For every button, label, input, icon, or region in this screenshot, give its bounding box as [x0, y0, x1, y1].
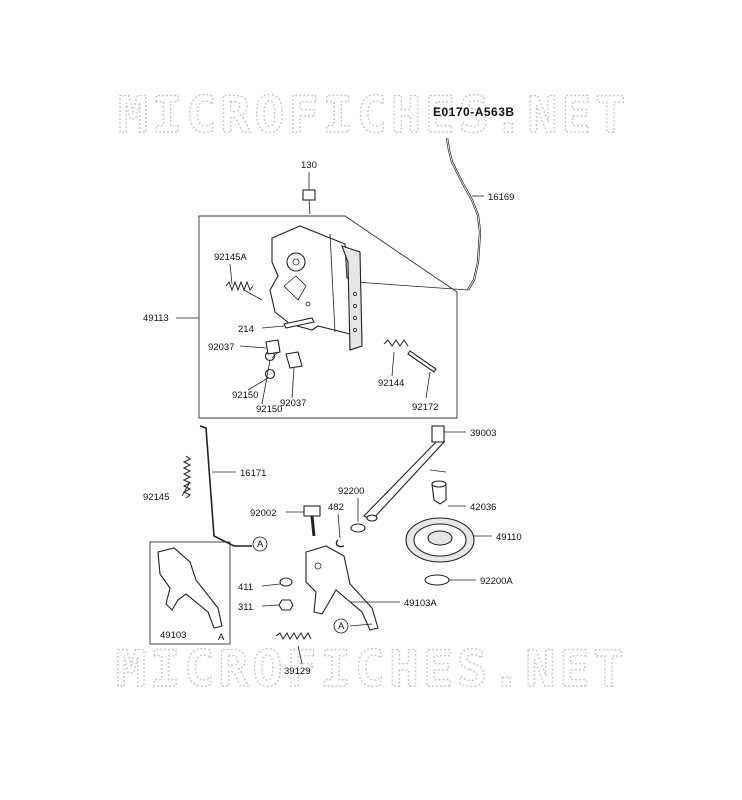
label-39129: 39129: [284, 666, 310, 677]
label-130: 130: [301, 160, 317, 171]
label-92002: 92002: [250, 508, 276, 519]
label-92172: 92172: [412, 402, 438, 413]
control-rod-16169: [354, 137, 482, 291]
label-92150-a: 92150: [232, 390, 258, 401]
label-92145A: 92145A: [214, 252, 247, 263]
watermark-bottom: MICROFICHES.NET: [116, 640, 628, 698]
washer-92200A: [424, 574, 450, 586]
clip-482: [335, 539, 345, 548]
ref-circle-a-2: [333, 618, 349, 634]
lever-49103A: [305, 545, 379, 631]
spring-39129: [275, 632, 312, 640]
label-16171: 16171: [240, 468, 266, 479]
ref-label-a-1: A: [257, 539, 264, 550]
label-92200: 92200: [338, 486, 364, 497]
label-39003: 39003: [470, 428, 496, 439]
ref-label-a-2: A: [338, 621, 345, 632]
bolt-92002: [303, 505, 321, 537]
ref-circle-a-1: [252, 536, 268, 552]
label-42036: 42036: [470, 502, 496, 513]
watermark-top: MICROFICHES.NET: [118, 86, 630, 144]
label-92150-b: 92150: [256, 404, 282, 415]
label-49110: 49110: [496, 532, 522, 543]
washer-411: [279, 577, 293, 587]
label-49103: 49103: [160, 630, 186, 641]
label-16169: 16169: [488, 192, 514, 203]
governor-gear-49110: [405, 517, 475, 563]
ref-label-a-3: A: [218, 632, 225, 643]
label-482: 482: [328, 502, 344, 513]
label-92145: 92145: [143, 492, 169, 503]
label-92037-a: 92037: [208, 342, 234, 353]
leader-lines: [176, 172, 492, 665]
nut-311: [278, 599, 294, 611]
label-49103A: 49103A: [404, 598, 437, 609]
washer-92200: [350, 523, 366, 533]
label-92037-b: 92037: [280, 398, 306, 409]
diagram-code: E0170-A563B: [433, 105, 515, 119]
label-214: 214: [238, 324, 254, 335]
label-311: 311: [238, 602, 253, 613]
label-92200A: 92200A: [480, 576, 513, 587]
rod-16171: [182, 425, 252, 547]
label-92144: 92144: [378, 378, 404, 389]
label-49113: 49113: [143, 313, 169, 324]
control-panel-assembly-49113: [198, 189, 458, 419]
inset-lever-49103: [149, 541, 231, 645]
governor-shaft-39003: [363, 425, 447, 522]
label-411: 411: [238, 582, 253, 593]
governor-sleeve-42036: [431, 480, 447, 505]
